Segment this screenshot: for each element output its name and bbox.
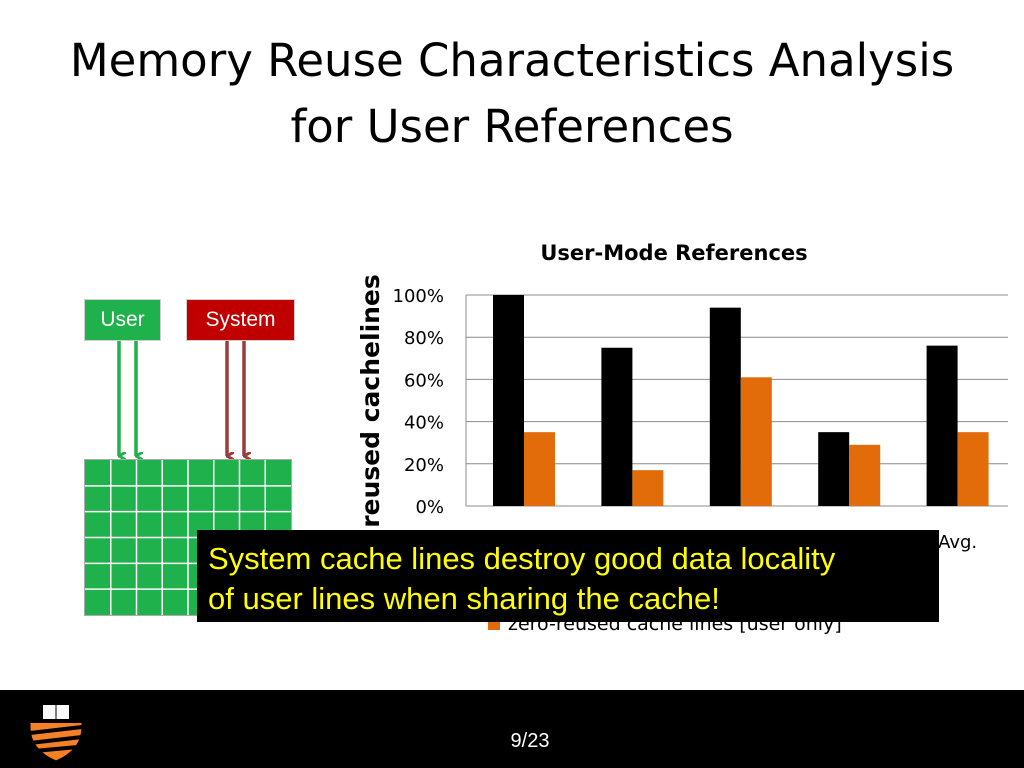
bar-series-1 (709, 307, 741, 506)
title-line-1: Memory Reuse Characteristics Analysis (69, 34, 955, 87)
y-tick-label: 60% (404, 370, 444, 391)
callout-box: System cache lines destroy good data loc… (197, 530, 939, 622)
bars (493, 295, 989, 506)
x-tick-label: Avg. (938, 532, 977, 553)
callout-line-2: of user lines when sharing the cache! (208, 581, 720, 616)
bar-series-2 (632, 470, 664, 506)
page-number: 9/23 (510, 730, 550, 752)
y-tick-label: 80% (404, 328, 444, 349)
footer-bar: 9/23 (0, 690, 1024, 768)
title-line-2: for User References (290, 100, 734, 153)
y-tick-label: 40% (404, 413, 444, 434)
y-axis-label: reused cachelines (356, 274, 385, 528)
user-label-box: User (84, 299, 161, 341)
y-tick-labels: 100% 80% 60% 40% 20% 0% (393, 286, 444, 518)
bar-series-2 (957, 432, 989, 506)
bar-series-2 (524, 432, 555, 506)
bar-series-1 (601, 347, 633, 506)
bar-series-1 (926, 345, 958, 506)
bar-series-2 (849, 444, 881, 506)
y-tick-label: 0% (415, 497, 444, 518)
callout-line-1: System cache lines destroy good data loc… (208, 541, 836, 576)
chart-title: User-Mode References (540, 241, 807, 265)
system-label-box: System (186, 299, 295, 341)
x-tick-labels: Avg. (938, 532, 977, 553)
bar-series-2 (740, 377, 772, 506)
y-tick-label: 100% (393, 286, 444, 307)
y-tick-label: 20% (404, 455, 444, 476)
cache-grid-lines (85, 460, 291, 615)
bar-series-1 (493, 295, 524, 506)
shield-logo-icon (29, 700, 83, 762)
slide-title: Memory Reuse Characteristics Analysis fo… (0, 28, 1024, 160)
bar-series-1 (818, 432, 850, 506)
